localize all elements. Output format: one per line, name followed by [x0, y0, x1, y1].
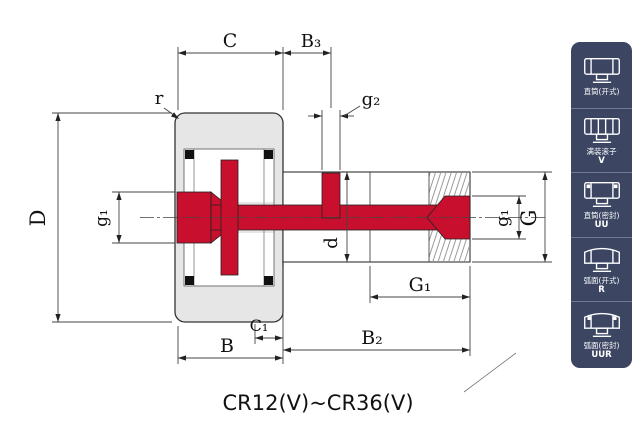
crowned-sealed-bearing-icon	[583, 312, 620, 337]
dim-label-g2: g₂	[362, 89, 381, 110]
dim-label-d: d	[321, 237, 342, 249]
sidebar-item-code: UUR	[591, 349, 612, 360]
dim-G1: G₁	[369, 266, 471, 356]
dim-C: C	[177, 30, 284, 110]
straight-sealed-bearing-icon	[583, 182, 620, 208]
dim-label-g1-left: g₁	[92, 209, 112, 227]
seal-block	[264, 150, 273, 159]
seal-mark	[612, 315, 617, 320]
straight-open-bearing-icon	[583, 58, 620, 84]
drawing-title: CR12(V)~CR36(V)	[222, 391, 413, 415]
seal-mark	[586, 184, 590, 189]
full-complement-bearing-icon	[583, 117, 620, 143]
seal-mark	[613, 184, 617, 189]
dim-C1: C₁	[250, 316, 283, 344]
bearing-type-sidebar: 直筒(开式) 满装滚子 V	[571, 42, 632, 368]
dim-g1-left: g₁	[92, 191, 175, 244]
dim-g2: g₂	[308, 89, 380, 170]
sidebar-item-straight-open[interactable]: 直筒(开式)	[571, 44, 632, 108]
dim-B2: B₂	[283, 327, 470, 353]
dim-g1-right: g₁	[472, 195, 526, 240]
seal-mark	[586, 315, 591, 320]
dim-G: G	[472, 171, 552, 263]
dim-d: d	[321, 172, 350, 262]
sidebar-item-code: UU	[594, 220, 609, 231]
seal-block	[185, 150, 194, 159]
sidebar-item-code: V	[598, 155, 605, 166]
dim-label-B3: B₃	[301, 31, 321, 52]
cam-follower-section	[140, 112, 548, 323]
sidebar-item-label: 弧面(密封)	[583, 340, 620, 350]
sidebar-item-crowned-sealed[interactable]: 弧面(密封) UUR	[571, 301, 632, 366]
dim-label-B: B	[220, 335, 234, 357]
seal-block	[264, 276, 273, 285]
dim-label-g1-right: g₁	[493, 209, 513, 227]
dim-label-C: C	[223, 30, 238, 52]
dim-r: r	[155, 88, 179, 119]
sidebar-item-label: 满装滚子	[586, 146, 617, 156]
dim-label-B2: B₂	[361, 327, 383, 349]
dim-B: B	[177, 266, 284, 364]
crowned-open-bearing-icon	[583, 247, 620, 273]
sidebar-item-crowned-open[interactable]: 弧面(开式) R	[571, 236, 632, 302]
seal-block	[185, 276, 194, 285]
dim-B3: B₃	[283, 31, 332, 108]
sidebar-item-full-complement[interactable]: 满装滚子 V	[571, 107, 632, 173]
dim-label-C1: C₁	[250, 316, 269, 335]
sidebar-item-label: 弧面(开式)	[583, 276, 620, 286]
dim-label-G: G	[517, 210, 541, 227]
sidebar-item-straight-sealed[interactable]: 直筒(密封) UU	[571, 172, 632, 237]
dimensions: C B₃ g₂ r	[26, 30, 552, 393]
leader-line	[463, 352, 517, 393]
grease-hole	[321, 172, 341, 219]
sidebar-item-label: 直筒(开式)	[583, 87, 620, 97]
sidebar-item-label: 直筒(密封)	[583, 211, 620, 221]
dim-label-r: r	[155, 88, 164, 109]
dim-label-D: D	[26, 210, 50, 227]
sidebar-item-code: R	[598, 285, 605, 296]
dim-D: D	[26, 112, 172, 323]
dim-label-G1: G₁	[409, 274, 432, 296]
